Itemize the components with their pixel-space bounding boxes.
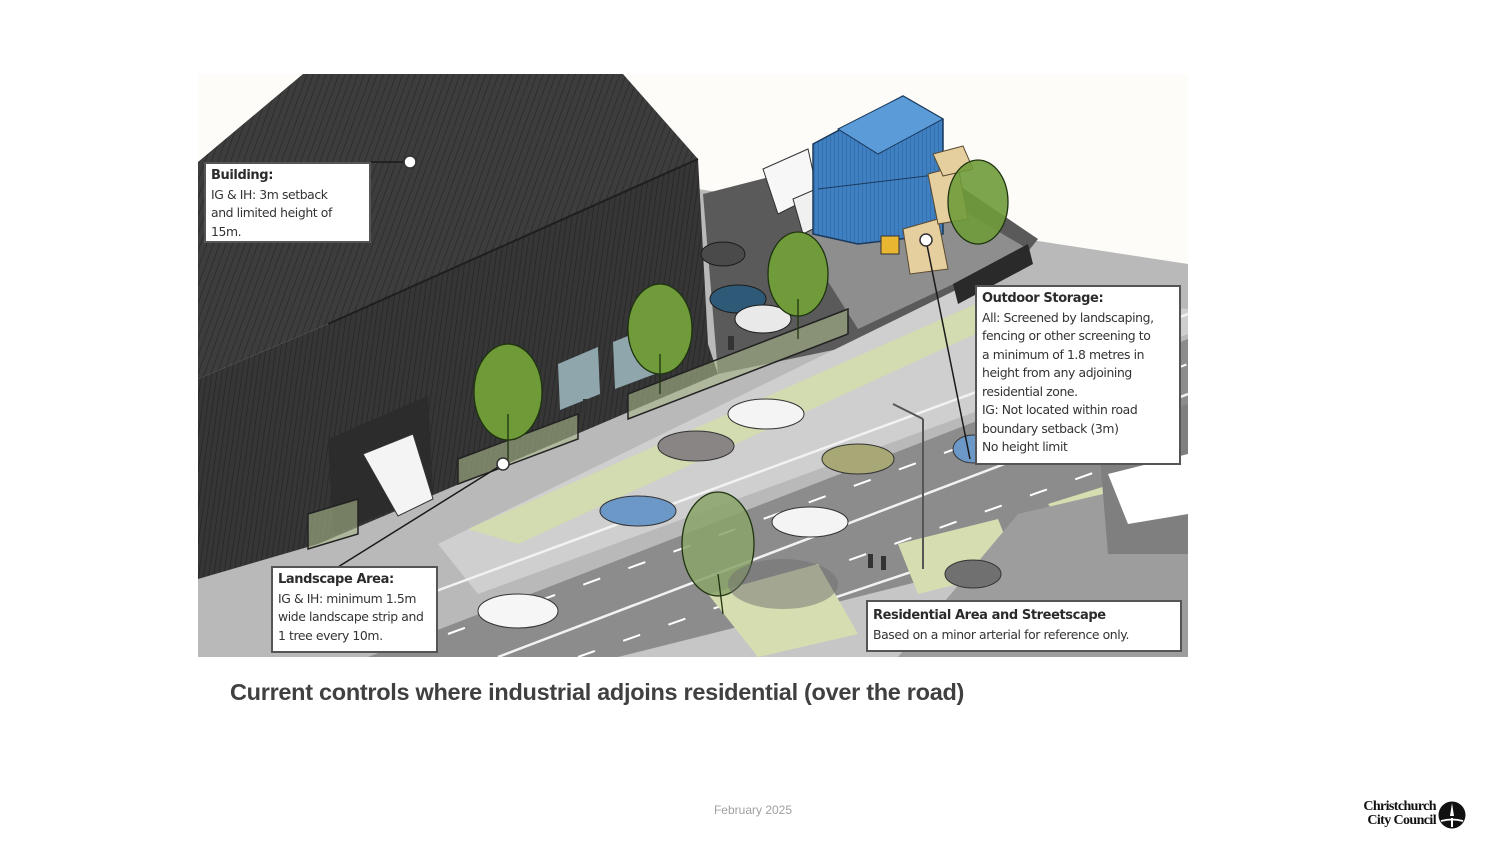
building-callout-title: Building: [211,168,273,183]
landscape-area-callout-title: Landscape Area: [278,572,394,587]
logo-text: Christchurch City Council [1363,800,1436,828]
outdoor-storage-callout-line: boundary setback (3m) [982,420,1119,436]
outdoor-storage-callout-title: Outdoor Storage: [982,291,1104,306]
council-logo: Christchurch City Council [1343,800,1468,832]
outdoor-storage-callout-line: a minimum of 1.8 metres in [982,346,1145,362]
residential-callout-title: Residential Area and Streetscape [873,608,1106,623]
residential-callout: Residential Area and Streetscape Based o… [866,600,1182,652]
landscape-area-callout-line: wide landscape strip and [278,609,424,624]
landscape-area-callout-line: 1 tree every 10m. [278,627,383,643]
residential-callout-line: Based on a minor arterial for reference … [873,626,1129,642]
outdoor-storage-callout-line: residential zone. [982,383,1078,399]
building-callout: Building: IG & IH: 3m setback and limite… [204,162,371,243]
landscape-marker [496,457,510,471]
outdoor-storage-callout: Outdoor Storage: All: Screened by landsc… [975,285,1181,465]
logo-line-2: City Council [1367,813,1436,828]
outdoor-storage-callout-line: height from any adjoining [982,365,1132,380]
cathedral-spire-logo-icon [1438,801,1466,829]
outdoor-storage-callout-line: IG: Not located within road [982,402,1138,417]
storage-marker [919,233,933,247]
slide-caption: Current controls where industrial adjoin… [230,679,965,705]
footer-date: February 2025 [713,803,793,817]
landscape-area-callout: Landscape Area: IG & IH: minimum 1.5m wi… [271,566,438,653]
outdoor-storage-callout-line: fencing or other screening to [982,328,1151,343]
landscape-area-callout-line: IG & IH: minimum 1.5m [278,590,416,606]
building-marker [403,155,417,169]
building-callout-line: IG & IH: 3m setback [211,186,328,202]
outdoor-storage-callout-line: All: Screened by landscaping, [982,309,1154,325]
building-callout-line: 15m. [211,223,242,239]
logo-line-1: Christchurch [1363,799,1436,814]
site-illustration: Building: IG & IH: 3m setback and limite… [198,74,1188,657]
outdoor-storage-callout-line: No height limit [982,439,1068,454]
building-callout-line: and limited height of [211,205,332,220]
